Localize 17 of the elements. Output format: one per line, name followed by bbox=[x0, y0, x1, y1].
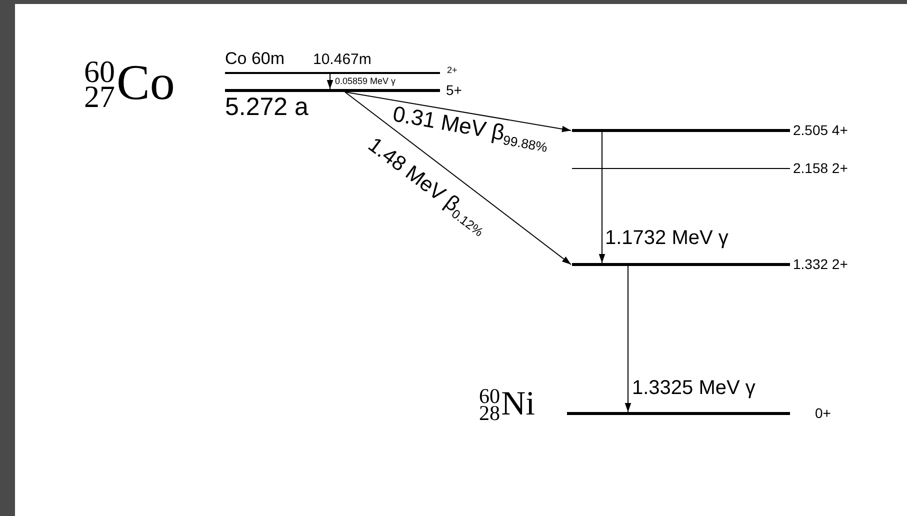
edge-label: 1.1732 MeV γ bbox=[605, 228, 728, 248]
edge-label: 1.3325 MeV γ bbox=[632, 378, 756, 398]
half-life: 10.467m bbox=[313, 52, 372, 67]
level-label: 1.332 2+ bbox=[793, 257, 848, 271]
spin-parity: 5+ bbox=[446, 83, 462, 97]
transition-arrow bbox=[344, 92, 572, 265]
edge-label: 0.05859 MeV γ bbox=[335, 77, 396, 86]
transition-arrow bbox=[326, 73, 334, 90]
level-label: 0+ bbox=[815, 406, 831, 420]
transition-arrow bbox=[624, 266, 632, 412]
level-label: 2.505 4+ bbox=[793, 123, 848, 137]
isomer-name: Co 60m bbox=[225, 50, 285, 67]
half-life: 5.272 a bbox=[225, 95, 308, 120]
spin-parity: 2+ bbox=[447, 66, 458, 75]
transition-arrow bbox=[344, 92, 572, 132]
transition-arrow bbox=[598, 132, 606, 264]
level-label: 2.158 2+ bbox=[793, 161, 848, 175]
